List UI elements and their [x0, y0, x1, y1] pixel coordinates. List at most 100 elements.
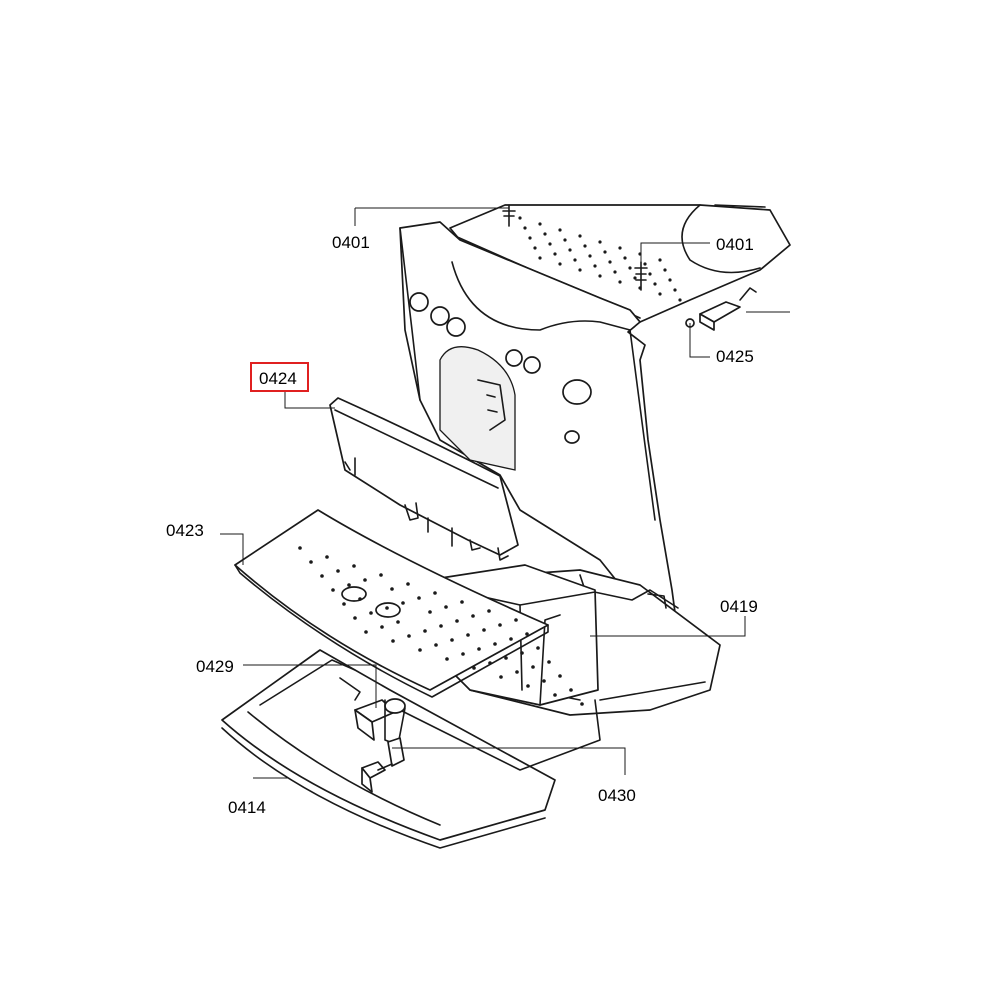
callout-0425: 0425 — [716, 347, 754, 366]
vent-hole — [342, 602, 346, 606]
vent-hole — [658, 258, 662, 262]
vent-hole — [434, 643, 438, 647]
vent-hole — [488, 661, 492, 665]
vent-hole — [588, 254, 592, 258]
vent-hole — [523, 226, 527, 230]
vent-hole — [578, 234, 582, 238]
vent-hole — [593, 264, 597, 268]
vent-hole — [401, 601, 405, 605]
vent-hole — [455, 619, 459, 623]
vent-hole — [643, 262, 647, 266]
callout-labels: 0401 0401 0425 0424 0423 0419 0429 0430 … — [166, 233, 758, 817]
callout-0429: 0429 — [196, 657, 234, 676]
vent-hole — [598, 274, 602, 278]
vent-hole — [493, 642, 497, 646]
vent-hole — [531, 665, 535, 669]
vent-hole — [558, 674, 562, 678]
vent-hole — [418, 648, 422, 652]
vent-hole — [514, 618, 518, 622]
float-part-0430 — [361, 737, 405, 793]
vent-hole — [439, 624, 443, 628]
vent-hole — [504, 656, 508, 660]
vent-hole — [553, 693, 557, 697]
vent-hole — [477, 647, 481, 651]
vent-hole — [471, 614, 475, 618]
vent-hole — [499, 675, 503, 679]
switch-part-0425 — [685, 287, 757, 331]
vent-hole — [538, 222, 542, 226]
vent-hole — [358, 597, 362, 601]
vent-hole — [498, 623, 502, 627]
vent-hole — [450, 638, 454, 642]
vent-hole — [518, 216, 522, 220]
vent-hole — [461, 652, 465, 656]
vent-hole — [352, 564, 356, 568]
vent-hole — [487, 609, 491, 613]
vent-hole — [618, 246, 622, 250]
vent-hole — [547, 660, 551, 664]
vent-hole — [538, 256, 542, 260]
vent-hole — [391, 639, 395, 643]
vent-hole — [363, 578, 367, 582]
front-panel-housing — [399, 221, 677, 621]
vent-hole — [563, 238, 567, 242]
vent-hole — [553, 252, 557, 256]
callout-0401-b: 0401 — [716, 235, 754, 254]
vent-hole — [320, 574, 324, 578]
vent-hole — [390, 587, 394, 591]
vent-hole — [364, 630, 368, 634]
vent-hole — [509, 637, 513, 641]
vent-hole — [380, 625, 384, 629]
top-cover-vent-holes — [518, 216, 682, 302]
vent-hole — [613, 270, 617, 274]
vent-hole — [515, 670, 519, 674]
drip-grid-holes — [298, 546, 584, 706]
vent-hole — [668, 278, 672, 282]
callout-0401-a: 0401 — [332, 233, 370, 252]
vent-hole — [445, 657, 449, 661]
callout-0419: 0419 — [720, 597, 758, 616]
vent-hole — [608, 260, 612, 264]
vent-hole — [578, 268, 582, 272]
vent-hole — [558, 228, 562, 232]
vent-hole — [618, 280, 622, 284]
vent-hole — [347, 583, 351, 587]
vent-hole — [542, 679, 546, 683]
callout-0423: 0423 — [166, 521, 204, 540]
callout-0424: 0424 — [259, 369, 297, 388]
vent-hole — [369, 611, 373, 615]
callout-0414: 0414 — [228, 798, 266, 817]
vent-hole — [525, 632, 529, 636]
vent-hole — [580, 702, 584, 706]
vent-hole — [428, 610, 432, 614]
vent-hole — [663, 268, 667, 272]
vent-hole — [309, 560, 313, 564]
vent-hole — [673, 288, 677, 292]
highlight-box-0424 — [250, 362, 309, 392]
drip-grid-part-0423 — [234, 509, 584, 706]
vent-hole — [573, 258, 577, 262]
vent-hole — [583, 244, 587, 248]
vent-hole — [460, 600, 464, 604]
vent-hole — [482, 628, 486, 632]
vent-hole — [353, 616, 357, 620]
vent-hole — [533, 246, 537, 250]
vent-hole — [325, 555, 329, 559]
vent-hole — [568, 248, 572, 252]
vent-hole — [648, 272, 652, 276]
vent-hole — [658, 292, 662, 296]
vent-hole — [379, 573, 383, 577]
vent-hole — [598, 240, 602, 244]
vent-hole — [536, 646, 540, 650]
vent-hole — [417, 596, 421, 600]
vent-hole — [653, 282, 657, 286]
vent-hole — [396, 620, 400, 624]
vent-hole — [520, 651, 524, 655]
vent-hole — [336, 569, 340, 573]
vent-hole — [603, 250, 607, 254]
valve-part-0429 — [339, 677, 406, 746]
vent-hole — [423, 629, 427, 633]
callout-0430: 0430 — [598, 786, 636, 805]
front-cover-part-0424 — [329, 397, 519, 561]
